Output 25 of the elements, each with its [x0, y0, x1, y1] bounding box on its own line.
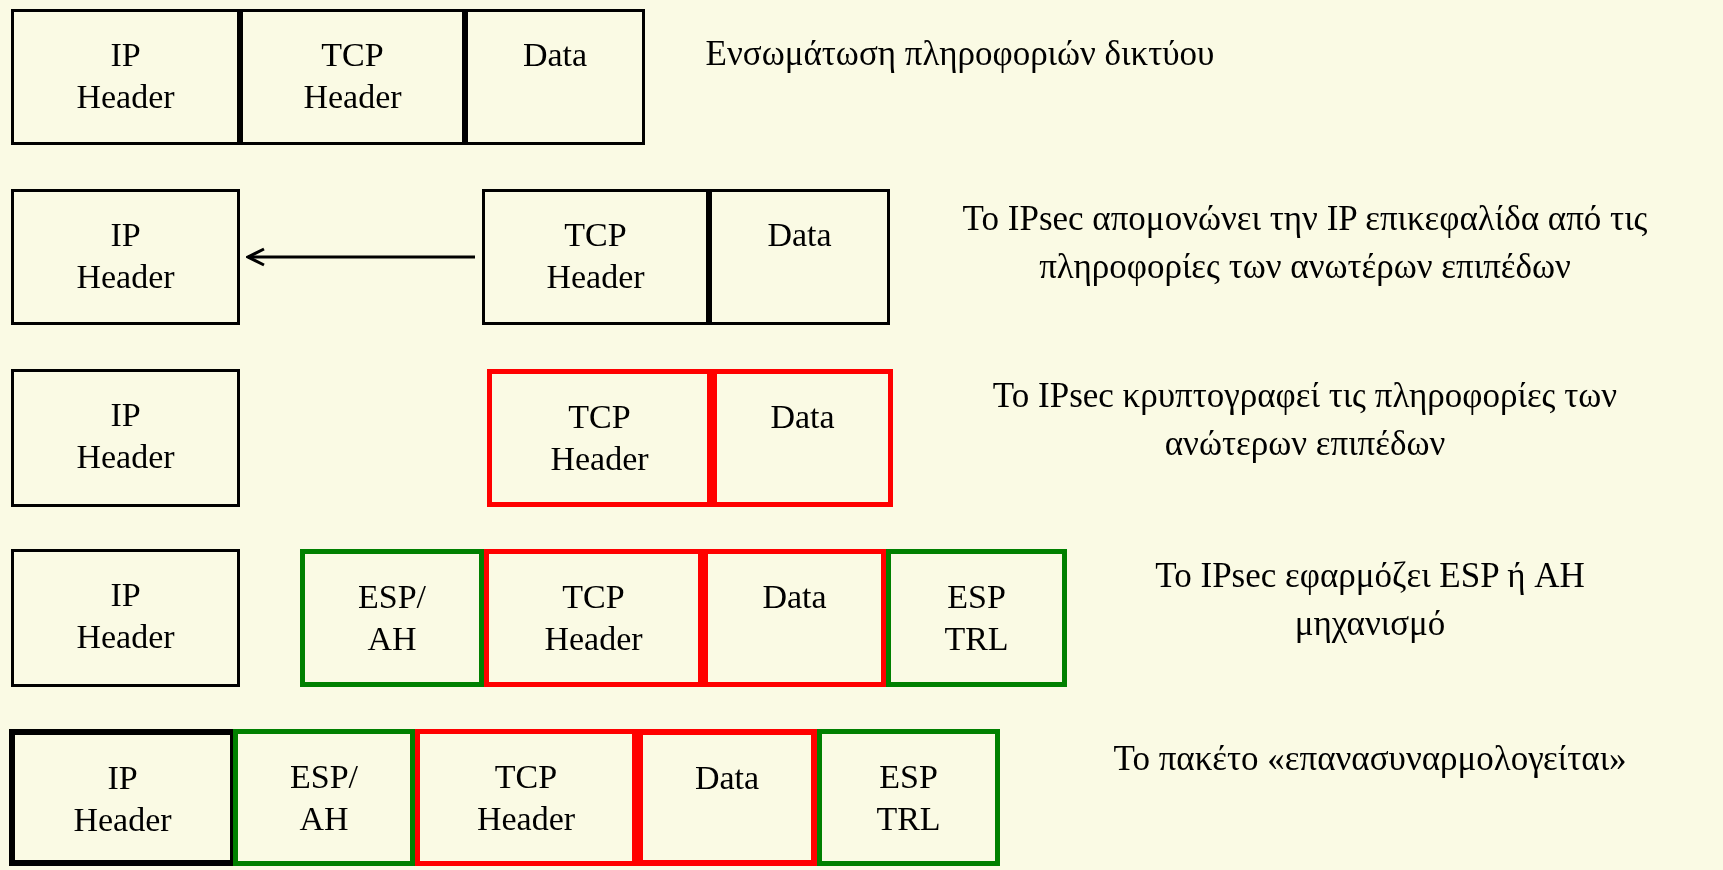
caption-text: Το πακέτο «επανασυναρμολογείται» [1112, 738, 1628, 780]
packet-field: Data [703, 549, 886, 687]
packet-field: TCP Header [240, 9, 465, 145]
packet-field: IP Header [11, 549, 240, 687]
packet-field: TCP Header [482, 189, 709, 325]
arrow [246, 247, 475, 267]
packet-field: Data [709, 189, 890, 325]
packet-field: IP Header [11, 189, 240, 325]
caption-text: Το IPsec κρυπτογραφεί τις πληροφορίες των ανώτερων επιπέδων [991, 375, 1619, 465]
packet-field: Data [712, 369, 893, 507]
caption-text: Ενσωμάτωση πληροφοριών δικτύου [704, 33, 1216, 75]
packet-field: IP Header [11, 369, 240, 507]
packet-field: TCP Header [487, 369, 712, 507]
packet-field: Data [465, 9, 645, 145]
packet-field: ESP/ AH [300, 549, 484, 687]
packet-field: ESP TRL [817, 729, 1000, 866]
packet-field: ESP TRL [886, 549, 1067, 687]
caption-text: Το IPsec εφαρμόζει ESP ή AH μηχανισμό [1154, 555, 1586, 645]
packet-field: Data [637, 729, 817, 866]
packet-field: IP Header [9, 729, 236, 866]
packet-field: IP Header [11, 9, 240, 145]
packet-field: ESP/ AH [233, 729, 415, 866]
caption-text: Το IPsec απομονώνει την IP επικεφαλίδα από τις πληροφορίες των ανωτέρων επιπέδων [961, 198, 1649, 288]
packet-field: TCP Header [484, 549, 703, 687]
packet-field: TCP Header [415, 729, 637, 866]
